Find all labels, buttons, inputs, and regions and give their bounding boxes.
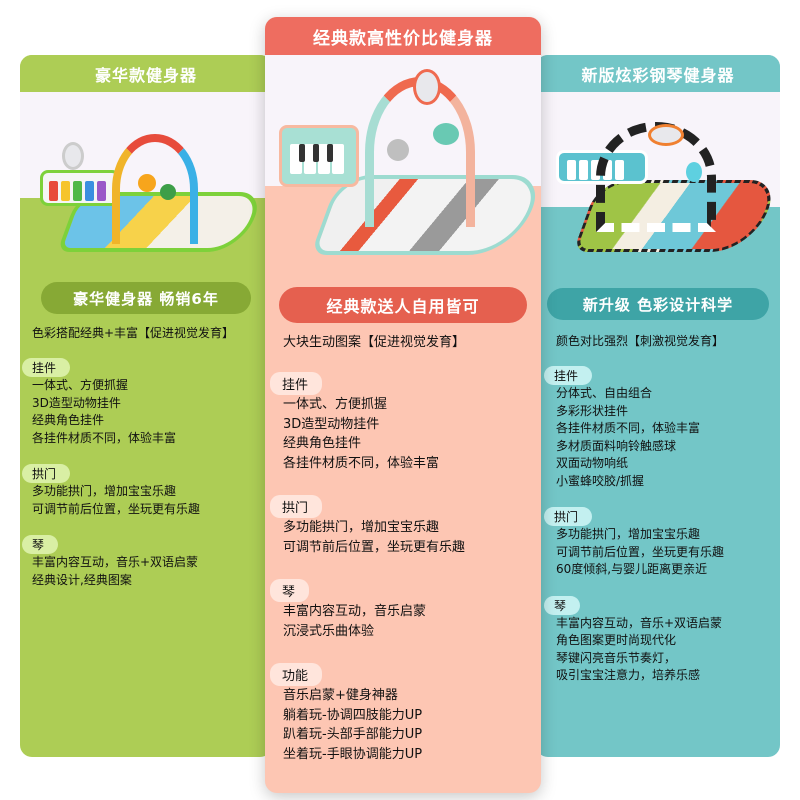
- slogan-pill: 经典款送人自用皆可: [279, 287, 527, 323]
- section-tag: 拱门: [544, 507, 593, 526]
- ring-hanger: [686, 162, 702, 182]
- section-tag: 琴: [544, 595, 581, 615]
- play-arch: [112, 134, 198, 244]
- feature-line: 经典设计,经典图案: [32, 572, 132, 587]
- section-arch: 拱门 多功能拱门，增加宝宝乐趣 可调节前后位置，坐玩更有乐趣: [20, 463, 272, 518]
- feature-line: 各挂件材质不同，体验丰富: [283, 455, 440, 471]
- feature-line: 趴着玩-头部手部能力UP: [283, 727, 423, 742]
- feature-line: 经典角色挂件: [32, 413, 105, 427]
- section-hangers: 挂件 一体式、方便抓握 3D造型动物挂件 经典角色挂件 各挂件材质不同，体验丰富: [20, 357, 272, 447]
- frog-hanger: [433, 123, 459, 145]
- section-hangers: 挂件 分体式、自由组合 多彩形状挂件 各挂件材质不同，体验丰富 多材质面料响铃触…: [536, 365, 780, 490]
- feature-line: 60度倾斜,与婴儿距离更亲近: [556, 562, 708, 576]
- mirror-toy: [62, 142, 84, 170]
- feature-line: 3D造型动物挂件: [32, 395, 121, 410]
- feature-line: 多功能拱门，增加宝宝乐趣: [32, 484, 177, 498]
- feature-line: 多彩形状挂件: [556, 403, 629, 418]
- section-tag: 琴: [22, 535, 59, 554]
- feature-line: 各挂件材质不同，体验丰富: [32, 430, 177, 445]
- product-card-classic[interactable]: 经典款高性价比健身器 经典款送人自用皆可 大块生动图案【促进视觉发育】 挂件 一…: [265, 17, 541, 793]
- product-photo-colorful-piano: [536, 92, 780, 272]
- intro-text: 大块生动图案【促进视觉发育】: [283, 335, 466, 350]
- feature-line: 双面动物响纸: [556, 456, 629, 470]
- section-hangers: 挂件 一体式、方便抓握 3D造型动物挂件 经典角色挂件 各挂件材质不同，体验丰富: [265, 372, 541, 473]
- card-title: 新版炫彩钢琴健身器: [536, 55, 780, 92]
- feature-line: 丰富内容互动，音乐启蒙: [283, 604, 427, 619]
- feature-line: 一体式、方便抓握: [32, 378, 129, 392]
- feature-line: 沉浸式乐曲体验: [283, 623, 375, 639]
- section-tag: 挂件: [544, 366, 593, 385]
- product-card-colorful-piano[interactable]: 新版炫彩钢琴健身器 新升级 色彩设计科学 颜色对比强烈【刺激视觉发育】 挂件 分…: [536, 55, 780, 757]
- intro-text: 颜色对比强烈【刺激视觉发育】: [556, 334, 725, 348]
- section-tag: 琴: [270, 579, 310, 602]
- feature-line: 躺着玩-协调四肢能力UP: [283, 707, 423, 723]
- section-tag: 挂件: [22, 358, 71, 377]
- slogan-pill: 豪华健身器 畅销6年: [41, 282, 251, 314]
- section-functions: 功能 音乐启蒙+健身神器 躺着玩-协调四肢能力UP 趴着玩-头部手部能力UP 坐…: [265, 663, 541, 764]
- mirror-toy: [648, 124, 684, 146]
- feature-line: 多功能拱门，增加宝宝乐趣: [283, 520, 440, 535]
- feature-line: 可调节前后位置，坐玩更有乐趣: [32, 501, 201, 516]
- feature-line: 3D造型动物挂件: [283, 416, 380, 432]
- feature-line: 琴键闪亮音乐节奏灯，: [556, 650, 677, 665]
- feature-line: 可调节前后位置，坐玩更有乐趣: [283, 539, 466, 555]
- feature-line: 可调节前后位置，坐玩更有乐趣: [556, 544, 725, 559]
- card-title: 豪华款健身器: [20, 55, 272, 92]
- product-photo-classic: [265, 55, 541, 277]
- slogan-pill: 新升级 色彩设计科学: [547, 288, 769, 320]
- section-tag: 拱门: [22, 464, 71, 483]
- card-title: 经典款高性价比健身器: [265, 17, 541, 55]
- feature-line: 各挂件材质不同，体验丰富: [556, 421, 701, 435]
- product-photo-deluxe: [20, 92, 272, 272]
- piano-panel: [279, 125, 359, 187]
- feature-line: 丰富内容互动，音乐+双语启蒙: [32, 555, 199, 569]
- section-piano: 琴 丰富内容互动，音乐启蒙 沉浸式乐曲体验: [265, 579, 541, 641]
- feature-line: 角色图案更时尚现代化: [556, 633, 677, 647]
- feature-line: 坐着玩-手眼协调能力UP: [283, 746, 423, 762]
- feature-line: 多材质面料响铃触感球: [556, 438, 677, 453]
- section-tag: 功能: [270, 663, 323, 686]
- feature-line: 音乐启蒙+健身神器: [283, 688, 398, 703]
- feature-line: 一体式、方便抓握: [283, 397, 388, 412]
- lion-hanger: [138, 174, 156, 192]
- section-tag: 挂件: [270, 372, 323, 395]
- panda-hanger: [160, 184, 176, 200]
- feature-line: 经典角色挂件: [283, 436, 362, 451]
- mirror-toy: [413, 69, 441, 105]
- section-piano: 琴 丰富内容互动，音乐+双语启蒙 经典设计,经典图案: [20, 534, 272, 589]
- feature-line: 小蜜蜂咬胶/抓握: [556, 473, 645, 488]
- feature-line: 丰富内容互动，音乐+双语启蒙: [556, 615, 723, 630]
- feature-line: 分体式、自由组合: [556, 386, 653, 400]
- feature-line: 吸引宝宝注意力，培养乐感: [556, 668, 701, 682]
- elephant-hanger: [387, 139, 409, 161]
- feature-line: 多功能拱门，增加宝宝乐趣: [556, 527, 701, 541]
- piano-panel: [40, 170, 120, 206]
- section-arch: 拱门 多功能拱门，增加宝宝乐趣 可调节前后位置，坐玩更有乐趣: [265, 495, 541, 557]
- section-tag: 拱门: [270, 495, 323, 518]
- section-arch: 拱门 多功能拱门，增加宝宝乐趣 可调节前后位置，坐玩更有乐趣 60度倾斜,与婴儿…: [536, 506, 780, 579]
- section-piano: 琴 丰富内容互动，音乐+双语启蒙 角色图案更时尚现代化 琴键闪亮音乐节奏灯， 吸…: [536, 595, 780, 685]
- product-card-deluxe[interactable]: 豪华款健身器 豪华健身器 畅销6年 色彩搭配经典+丰富【促进视觉发育】 挂件 一…: [20, 55, 272, 757]
- intro-text: 色彩搭配经典+丰富【促进视觉发育】: [32, 326, 235, 340]
